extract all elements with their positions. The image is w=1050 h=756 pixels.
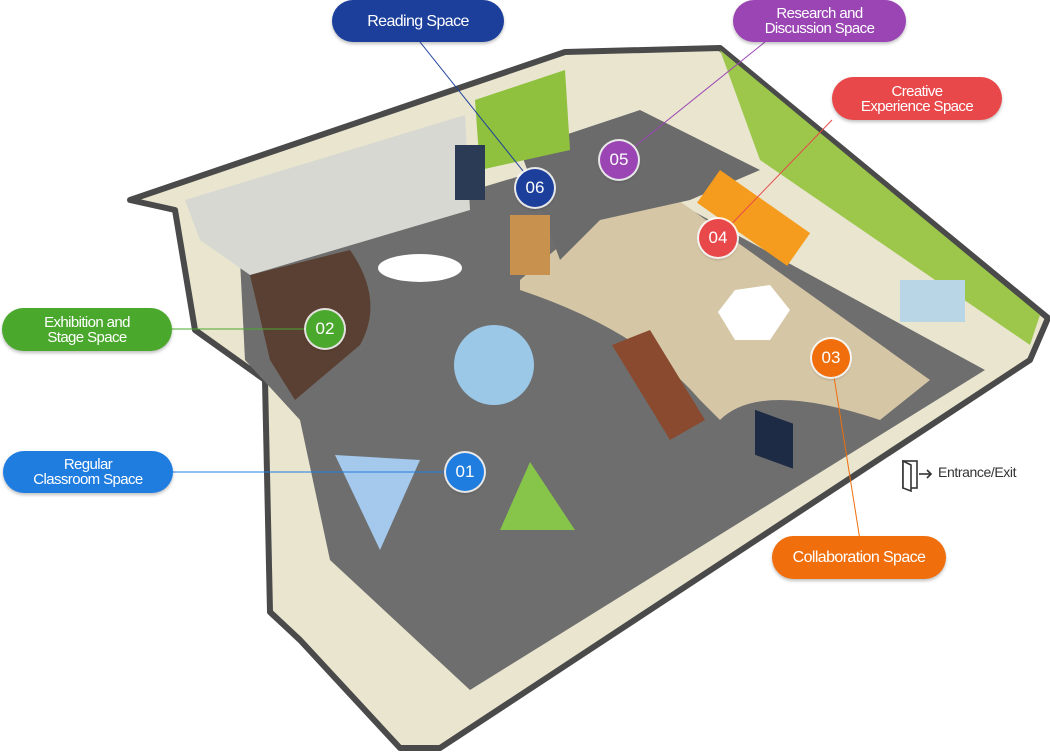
label-exhibition-stage-space[interactable]: Exhibition and Stage Space — [2, 308, 172, 351]
leader-line-06 — [419, 41, 536, 187]
label-collaboration-space[interactable]: Collaboration Space — [772, 536, 946, 579]
wall-screen — [900, 280, 965, 322]
back-wall-left — [185, 115, 470, 275]
leader-line-04 — [717, 119, 833, 239]
badge-04[interactable]: 04 — [699, 219, 737, 257]
bookshelf — [510, 215, 550, 275]
trapezoid-table — [335, 455, 420, 550]
kiosk-screen — [455, 145, 485, 200]
door-exit-icon — [902, 459, 933, 492]
entrance-exit-label: Entrance/Exit — [938, 464, 1017, 480]
green-wall-reading — [475, 70, 570, 170]
leader-line-05 — [617, 41, 766, 161]
green-wall-creative — [720, 50, 1040, 345]
label-creative-experience-space[interactable]: Creative Experience Space — [832, 77, 1002, 120]
leader-line-03 — [830, 357, 861, 541]
badge-01[interactable]: 01 — [446, 453, 484, 491]
orange-bench — [697, 169, 811, 266]
round-table — [454, 325, 534, 405]
label-research-discussion-space[interactable]: Research and Discussion Space — [733, 0, 906, 42]
label-regular-classroom-space[interactable]: Regular Classroom Space — [3, 451, 173, 493]
wall-screen — [755, 409, 793, 469]
research-floor — [520, 110, 760, 260]
badge-03[interactable]: 03 — [812, 339, 850, 377]
badge-05[interactable]: 05 — [600, 141, 638, 179]
cloud-table — [378, 254, 462, 282]
badge-06[interactable]: 06 — [516, 169, 554, 207]
long-table — [612, 330, 705, 440]
badge-02[interactable]: 02 — [306, 310, 344, 348]
triangle-table — [500, 462, 575, 530]
hex-table — [718, 285, 790, 340]
label-reading-space[interactable]: Reading Space — [332, 0, 504, 42]
